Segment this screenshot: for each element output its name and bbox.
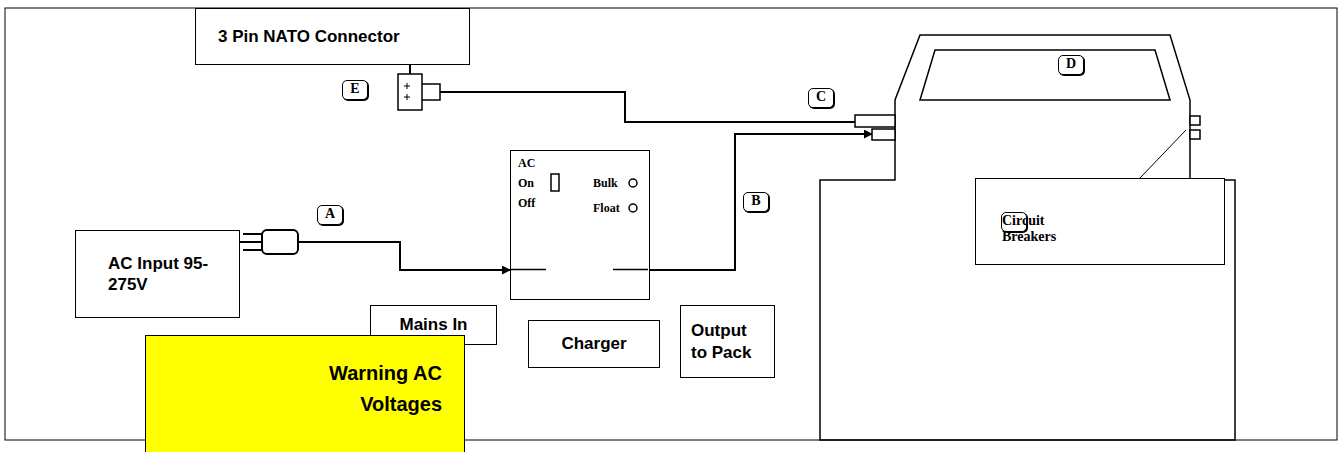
nato-connector-symbol [398,74,440,110]
circuit-breaker [1190,130,1200,139]
power-switch [551,174,559,191]
panel-label: Bulk [593,176,618,191]
charger-unit: AC OnOff BulkFloat [510,150,650,300]
caption-box: Circuit Breakers [975,178,1225,265]
caption-box: Charger [528,320,660,368]
battery-pack: D Circuit Breakers [820,30,1235,440]
caption-text: Warning AC Voltages [312,358,442,420]
panel-label: Off [518,196,535,211]
panel-label: AC [518,156,535,171]
pack-body [820,35,1235,440]
callout-letter: A [317,205,343,225]
callout-letter: E [342,80,368,100]
pack-socket [872,129,895,140]
charger-panel [511,151,648,298]
ac-plug [243,230,298,254]
wire-connector [650,134,872,270]
callout-letter: D [1058,55,1084,75]
caption-box: 3 Pin NATO Connector [195,8,470,65]
caption-text: AC Input 95-275V [108,253,229,296]
caption-text: Mains In [399,314,467,335]
warning-box: Warning AC Voltages [145,335,465,452]
caption-text: Circuit Breakers [1001,212,1027,232]
caption-text: 3 Pin NATO Connector [218,26,459,47]
callout-letter: B [743,192,769,212]
terminal-line [511,269,648,271]
panel-label: Float [593,201,620,216]
indicator-led [629,204,637,212]
caption-text: Output to Pack [691,320,760,363]
caption-text: Charger [561,333,626,354]
caption-box: AC Input 95-275V [75,230,240,318]
leader-line [1140,130,1186,178]
indicator-led [629,179,637,187]
pack-handle [920,50,1170,100]
circuit-breaker [1190,116,1200,125]
pack-socket [855,115,895,127]
wire-connector [410,65,855,122]
caption-box: Output to Pack [680,305,775,378]
panel-label: On [518,176,534,191]
callout-letter: C [808,88,834,108]
